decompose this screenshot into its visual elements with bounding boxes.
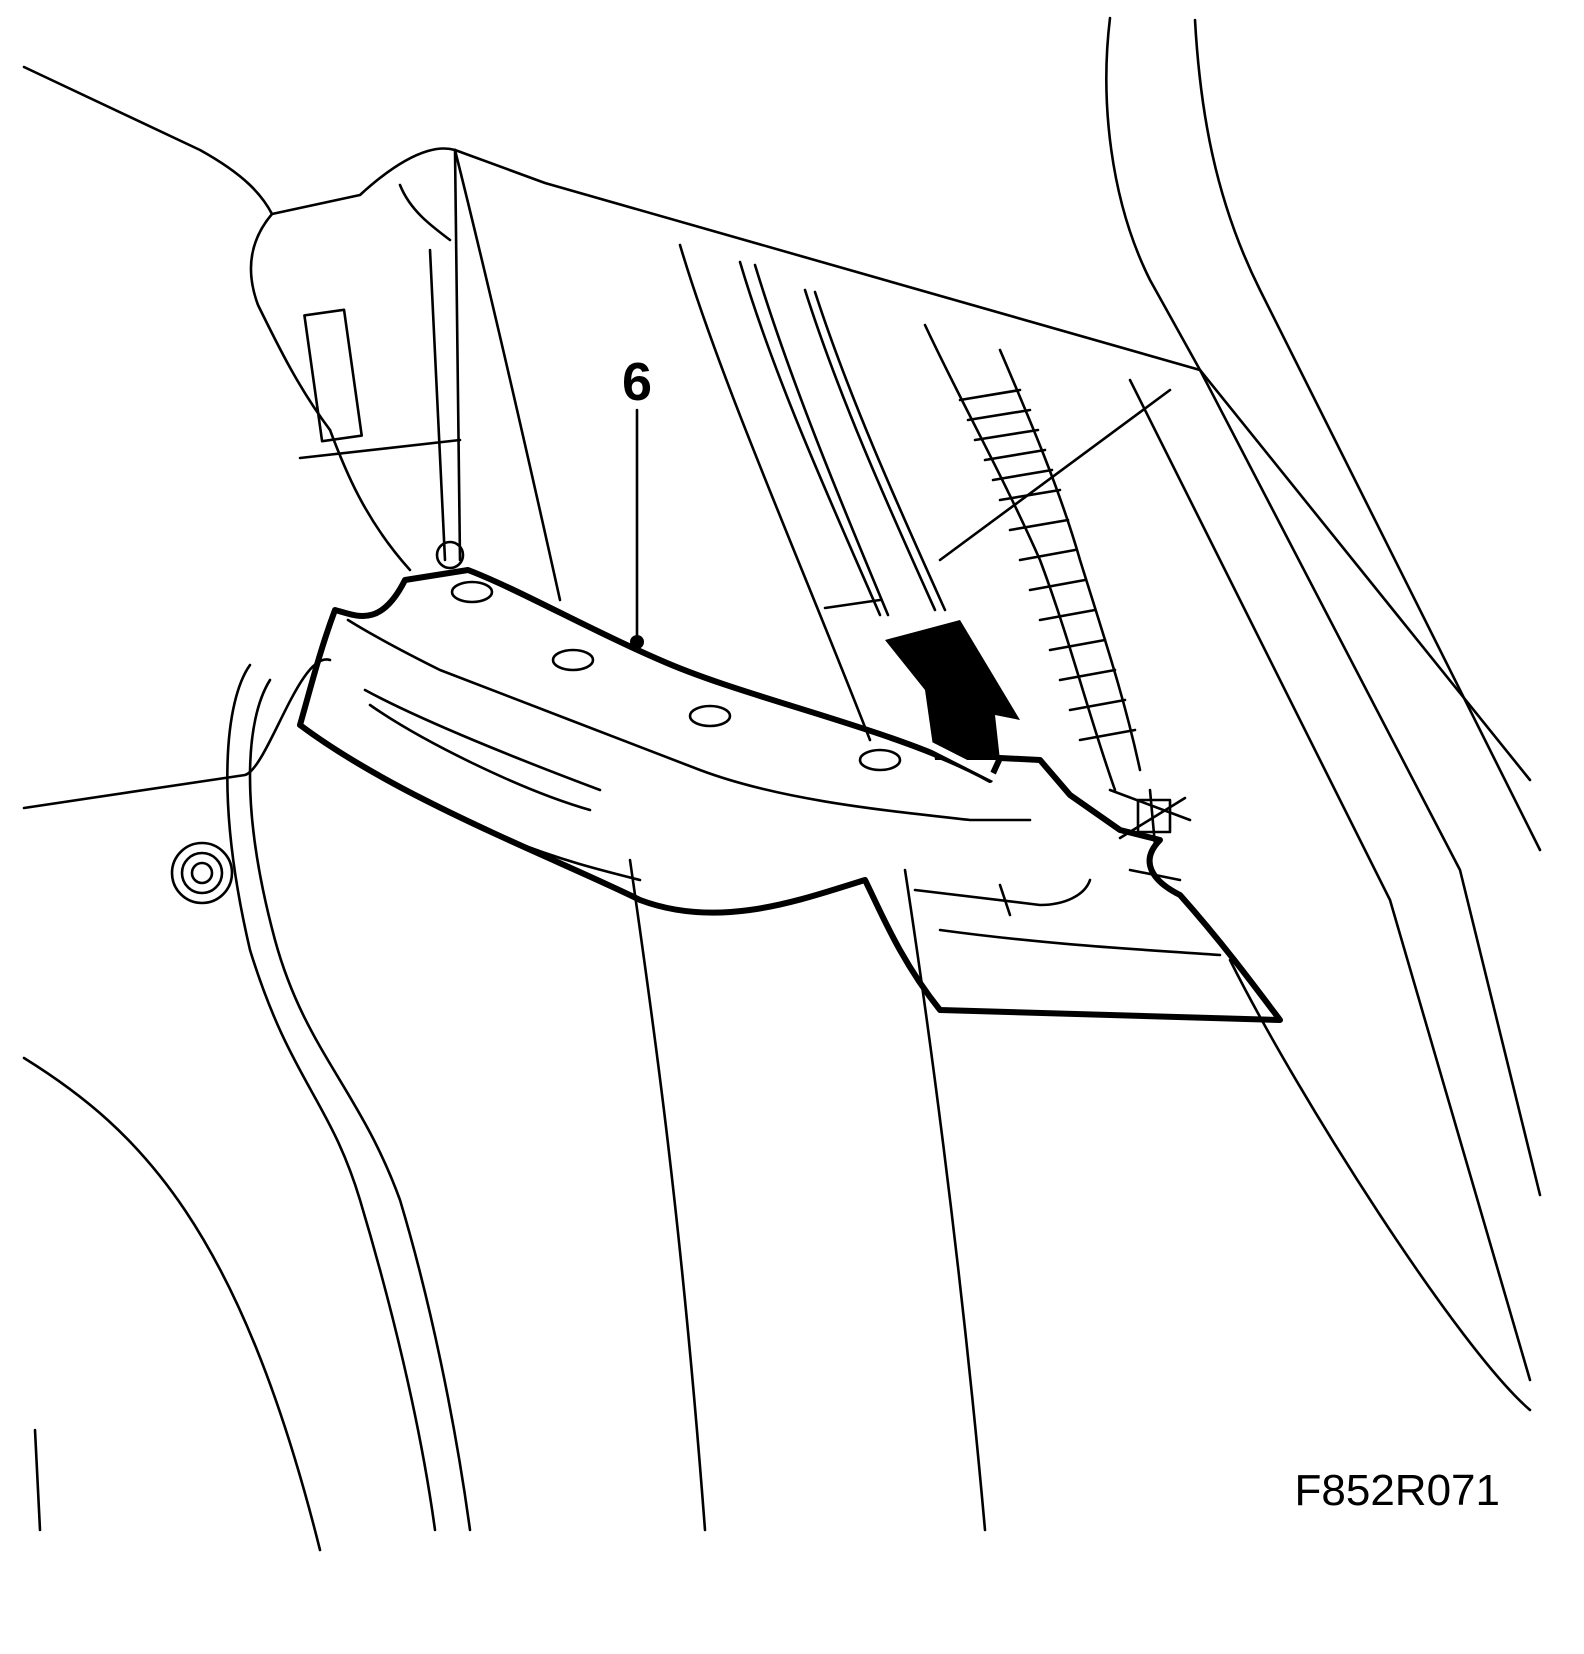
slot-bracket xyxy=(298,148,462,562)
callout-label: 6 xyxy=(622,352,652,412)
seat-belt xyxy=(923,323,1142,792)
pillar-panel xyxy=(453,148,1532,1532)
up-arrow-icon xyxy=(885,620,1020,782)
surrounding-trim xyxy=(22,16,1542,1552)
trim-cover-part-6 xyxy=(297,540,1283,1023)
bolt-icon xyxy=(170,841,234,905)
figure-reference-code: F852R071 xyxy=(1295,1466,1500,1515)
callout-6: 6 xyxy=(622,352,652,649)
